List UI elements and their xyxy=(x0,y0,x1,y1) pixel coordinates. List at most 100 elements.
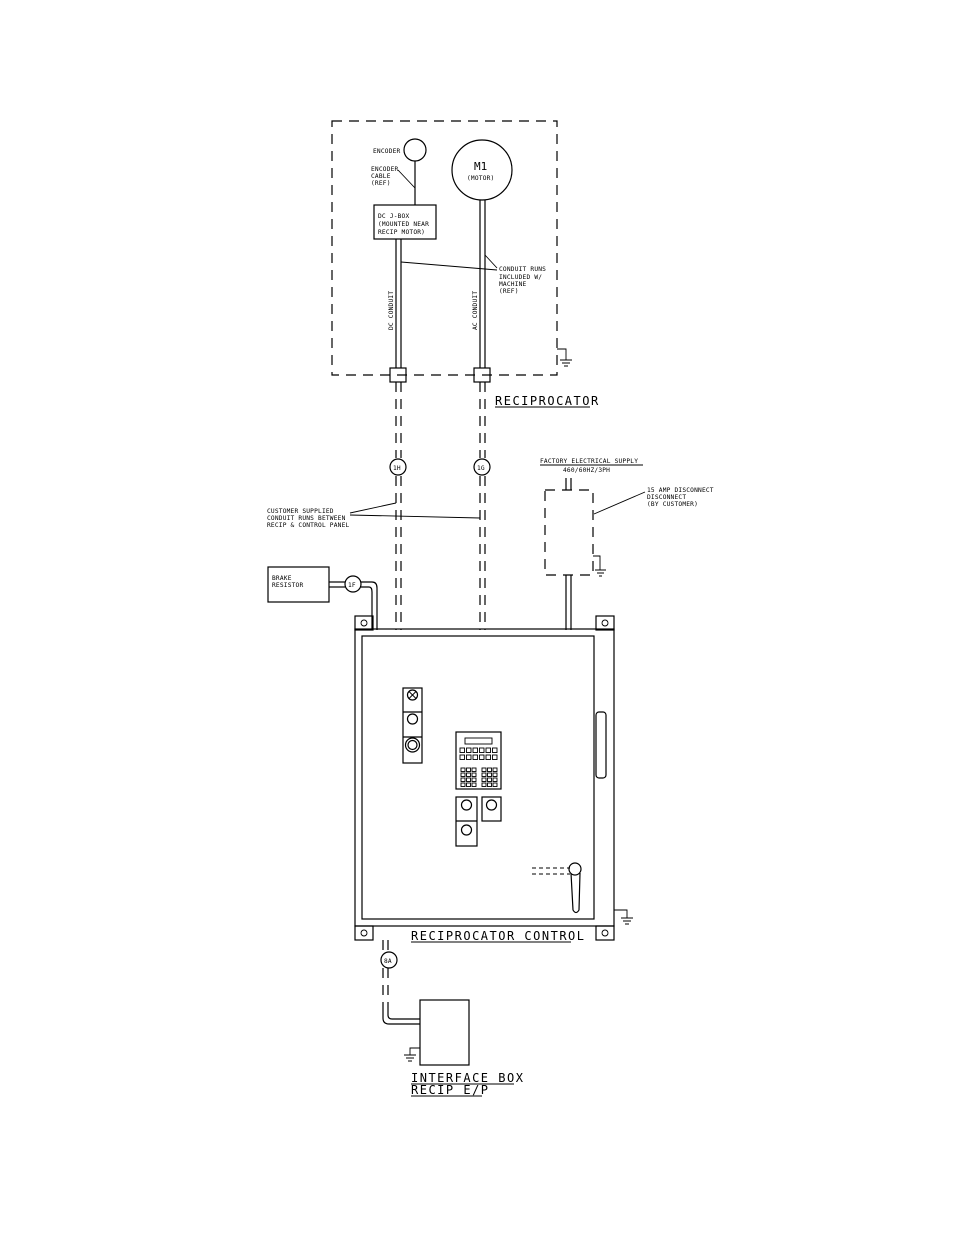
conduit-tag-1h xyxy=(389,458,407,476)
factory-supply-title: FACTORY ELECTRICAL SUPPLY xyxy=(540,458,638,465)
customer-note-3: RECIP & CONTROL PANEL xyxy=(267,522,350,529)
dc-conduit-label: DC CONDUIT xyxy=(388,291,395,330)
conduit-tag-1h-label: 1H xyxy=(393,465,401,472)
keypad-key xyxy=(492,782,498,787)
disconnect-switch xyxy=(544,489,594,576)
keypad-key xyxy=(472,747,478,753)
motor-m1 xyxy=(451,139,513,201)
keypad-key xyxy=(492,747,498,753)
brake-resistor-label-2: RESISTOR xyxy=(272,582,303,589)
disconnect-note-1: 15 AMP DISCONNECT xyxy=(647,487,714,494)
interface-box-title: INTERFACE BOX xyxy=(411,1071,524,1085)
keypad-key xyxy=(466,772,471,777)
ground-icon xyxy=(404,1054,416,1062)
interface-section: 8A INTERFACE BOX RECIP E/P xyxy=(380,940,524,1097)
dc-jbox-label-2: (MOUNTED NEAR xyxy=(378,221,429,228)
keypad-key xyxy=(487,772,492,777)
keypad-key xyxy=(487,782,492,787)
brake-resistor-label-1: BRAKE xyxy=(272,575,292,582)
conduit-note-1: CONDUIT RUNS xyxy=(499,266,546,273)
conduit-tag-1f xyxy=(344,575,362,593)
dc-jbox xyxy=(373,204,437,240)
reciprocator-section: ENCODER ENCODER CABLE (REF) DC J-BOX (MO… xyxy=(331,120,600,408)
keypad-key xyxy=(481,767,487,772)
keypad-key xyxy=(459,747,465,753)
keypad-key xyxy=(466,767,471,772)
brake-resistor xyxy=(267,566,330,603)
keypad-key xyxy=(485,747,491,753)
keypad-key xyxy=(460,782,466,787)
keypad-key xyxy=(466,777,471,782)
operator-keypad-icon xyxy=(455,731,502,790)
interface-box-subtitle: RECIP E/P xyxy=(411,1083,490,1097)
conduit-tag-1g xyxy=(473,458,491,476)
keypad-key xyxy=(472,754,478,760)
motor-label: M1 xyxy=(474,160,487,173)
factory-supply-spec: 460/60HZ/3PH xyxy=(563,467,610,474)
customer-note-2: CONDUIT RUNS BETWEEN xyxy=(267,515,346,522)
encoder-cable-label-3: (REF) xyxy=(371,180,391,187)
control-enclosure xyxy=(354,628,615,927)
control-title: RECIPROCATOR CONTROL xyxy=(411,929,586,943)
keypad-key xyxy=(492,767,498,772)
control-door xyxy=(361,635,595,920)
keypad-key xyxy=(487,767,492,772)
ground-icon xyxy=(595,569,606,577)
keypad-key xyxy=(471,767,477,772)
encoder-cable-label-2: CABLE xyxy=(371,173,391,180)
dc-conduit-fitting xyxy=(389,367,407,383)
keypad-key xyxy=(466,782,471,787)
motor-sub-label: (MOTOR) xyxy=(467,175,494,182)
conduit-note-3: MACHINE xyxy=(499,281,527,288)
encoder-cable-label-1: ENCODER xyxy=(371,166,399,173)
keypad-key xyxy=(460,777,466,782)
keypad-key xyxy=(481,782,487,787)
ground-icon xyxy=(557,348,572,367)
ac-conduit-label: AC CONDUIT xyxy=(472,291,479,330)
dc-jbox-label-3: RECIP MOTOR) xyxy=(378,229,425,236)
conduit-tag-1g-label: 1G xyxy=(477,465,485,472)
field-conduits: 1H 1G CUSTOMER SUPPLIED CONDUIT RUNS BET… xyxy=(267,382,714,630)
reciprocator-title: RECIPROCATOR xyxy=(495,394,600,408)
conduit-note-4: (REF) xyxy=(499,288,519,295)
keypad-key xyxy=(492,777,498,782)
keypad-key xyxy=(471,772,477,777)
disconnect-note-2: DISCONNECT xyxy=(647,494,686,501)
interface-box xyxy=(419,999,470,1066)
encoder-circle xyxy=(403,138,427,162)
disconnect-handle-icon xyxy=(532,862,582,914)
keypad-key xyxy=(479,754,485,760)
conduit-tag-8a-label: 8A xyxy=(384,958,392,965)
keypad-key xyxy=(485,754,491,760)
keypad-key xyxy=(471,782,477,787)
pilot-light-icon xyxy=(406,689,419,701)
keypad-key xyxy=(481,772,487,777)
reciprocator-boundary xyxy=(331,120,558,376)
keypad-key xyxy=(492,754,498,760)
disconnect-note-3: (BY CUSTOMER) xyxy=(647,501,698,508)
keypad-key xyxy=(466,754,472,760)
selector-button-1-icon xyxy=(460,799,473,811)
door-handle xyxy=(595,711,607,779)
pushbutton-icon xyxy=(406,713,419,725)
selector-button-2-icon xyxy=(460,824,473,836)
keypad-key xyxy=(466,747,472,753)
dc-jbox-label-1: DC J-BOX xyxy=(378,213,409,220)
keypad-key xyxy=(479,747,485,753)
selector-button-3-icon xyxy=(485,799,498,811)
keypad-key xyxy=(460,767,466,772)
keypad-key xyxy=(459,754,465,760)
control-panel: RECIPROCATOR CONTROL xyxy=(354,615,633,943)
encoder-label: ENCODER xyxy=(373,148,401,155)
conduit-note-2: INCLUDED W/ xyxy=(499,274,542,281)
keypad-key xyxy=(481,777,487,782)
keypad-key xyxy=(460,772,466,777)
ac-conduit-fitting xyxy=(473,367,491,383)
conduit-tag-1f-label: 1F xyxy=(348,582,356,589)
keypad-key xyxy=(492,772,498,777)
ground-icon xyxy=(621,917,633,925)
keypad-key xyxy=(487,777,492,782)
keypad-key xyxy=(471,777,477,782)
customer-note-1: CUSTOMER SUPPLIED xyxy=(267,508,334,515)
mushroom-button-icon xyxy=(404,737,421,753)
